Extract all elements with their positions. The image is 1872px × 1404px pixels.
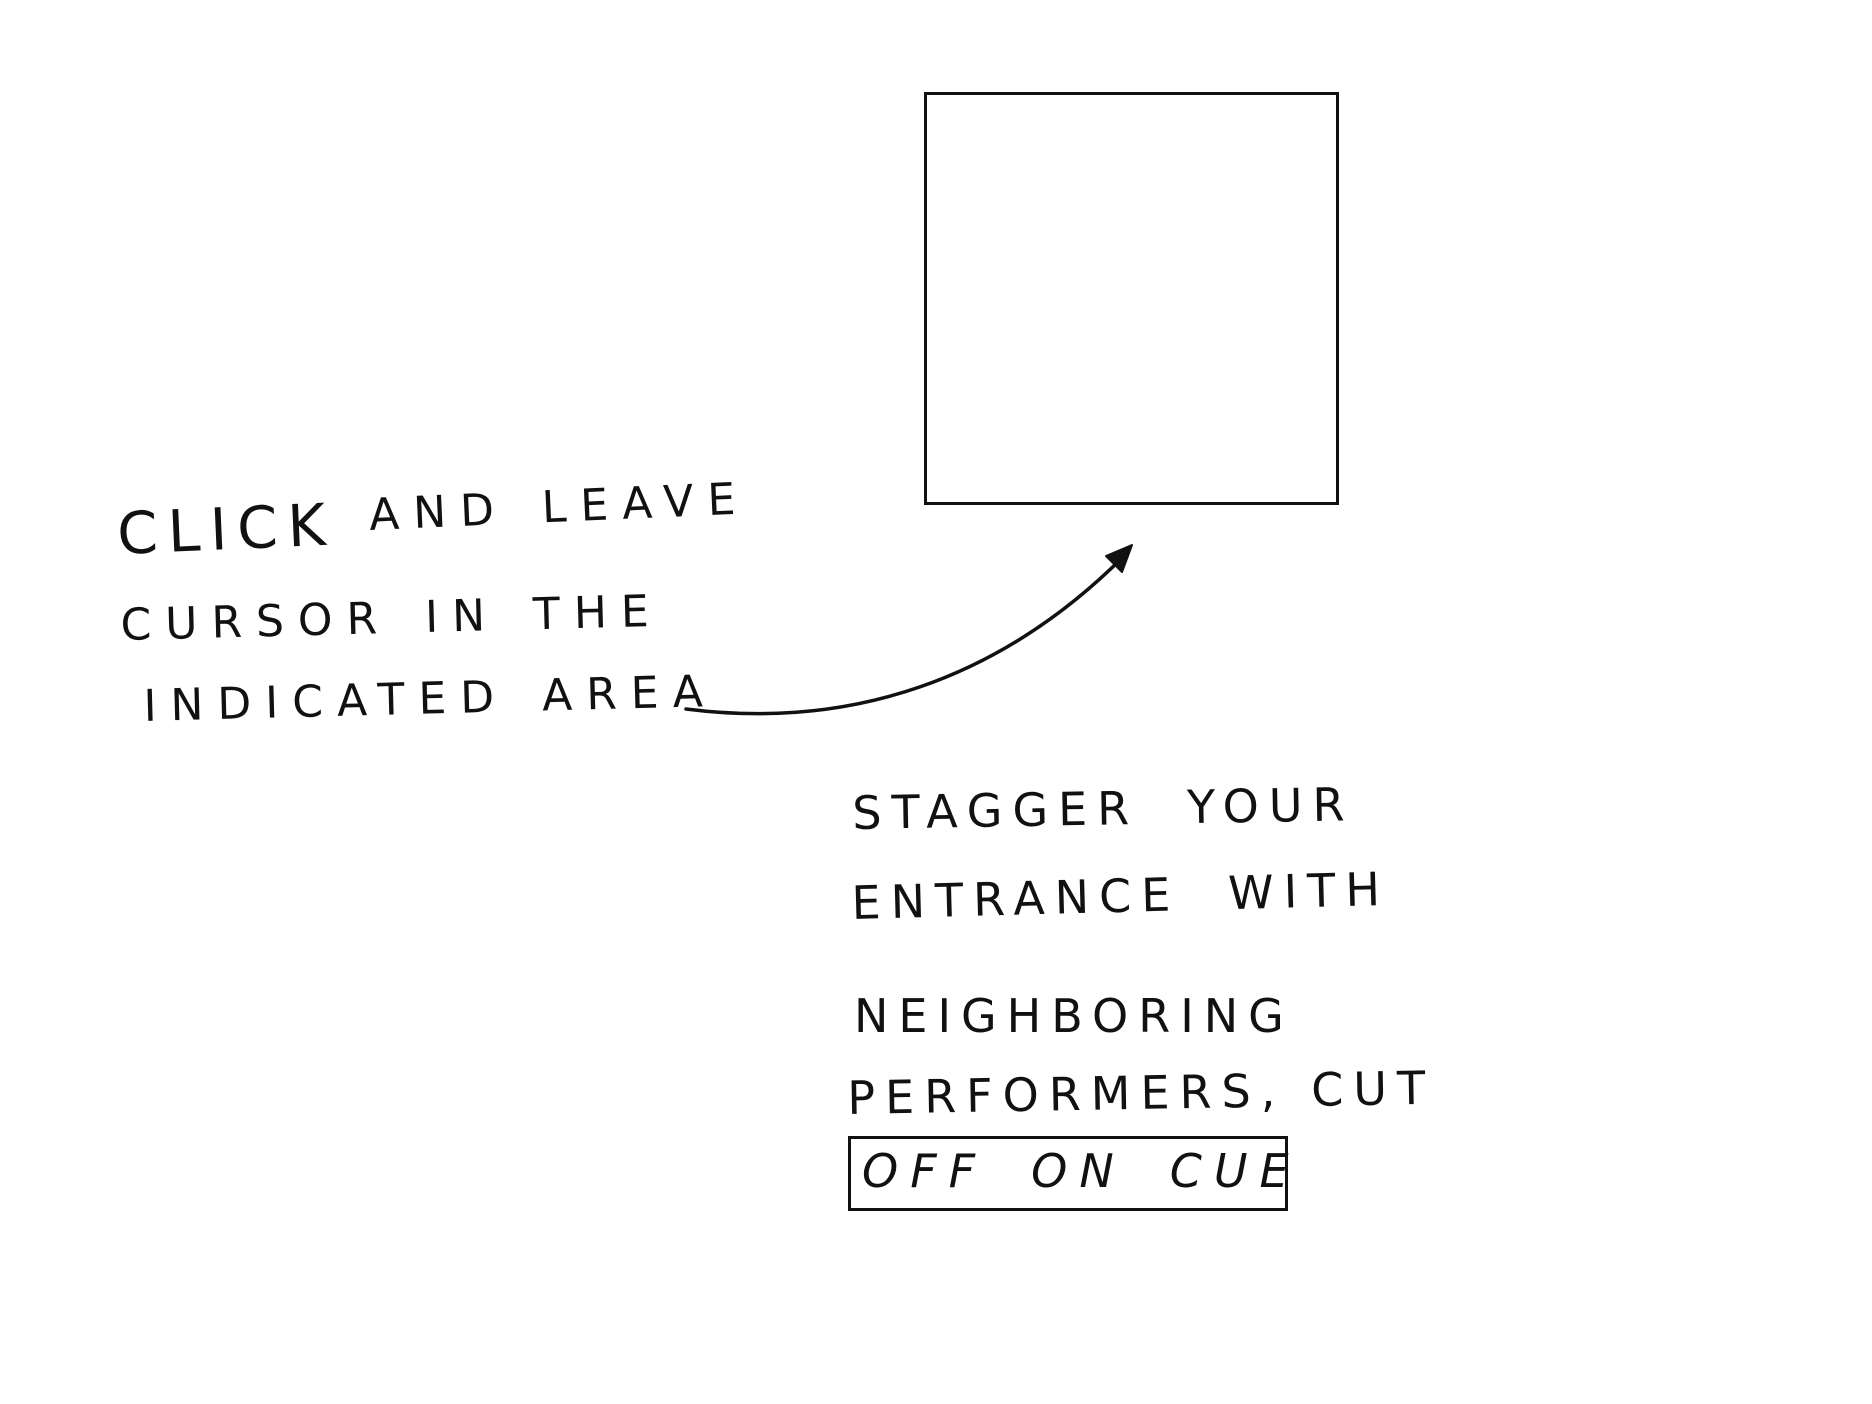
cue-word: CUE <box>1169 1144 1301 1198</box>
cursor-target-area[interactable] <box>924 92 1339 505</box>
note-word: YOUR <box>1186 777 1355 835</box>
note-word: WITH <box>1227 861 1391 921</box>
arrow-head <box>1105 544 1133 573</box>
cue-word: ON <box>1031 1144 1126 1198</box>
note-line-3: NEIGHBORING <box>854 993 1294 1039</box>
note-line-1: STAGGER YOUR <box>851 777 1355 840</box>
note-word: PERFORMERS, <box>846 1063 1286 1125</box>
arrow-shaft <box>684 554 1126 716</box>
note-line-2: ENTRANCE WITH <box>850 861 1391 930</box>
instruction-line-3: INDICATED AREA <box>142 665 718 732</box>
cue-box <box>848 1136 1288 1211</box>
instruction-word: THE <box>532 585 664 641</box>
instruction-word: CLICK <box>115 490 337 568</box>
instruction-word: LEAVE <box>540 473 751 534</box>
instruction-line-2: CURSOR IN THE <box>119 585 664 651</box>
instruction-word: IN <box>424 590 500 644</box>
note-word: NEIGHBORING <box>854 989 1294 1043</box>
cue-text: OFF ON CUE <box>862 1148 1301 1194</box>
note-line-4: PERFORMERS, CUT <box>846 1060 1436 1125</box>
note-word: CUT <box>1310 1060 1436 1117</box>
instruction-word: CURSOR <box>119 592 392 651</box>
cue-word: OFF <box>862 1144 988 1198</box>
note-word: STAGGER <box>851 780 1140 840</box>
instruction-word: AREA <box>541 665 718 722</box>
note-word: ENTRANCE <box>850 867 1181 930</box>
instruction-word: INDICATED <box>142 671 509 732</box>
instruction-line-1: CLICK AND LEAVE <box>115 473 751 568</box>
instruction-word: AND <box>368 483 510 541</box>
